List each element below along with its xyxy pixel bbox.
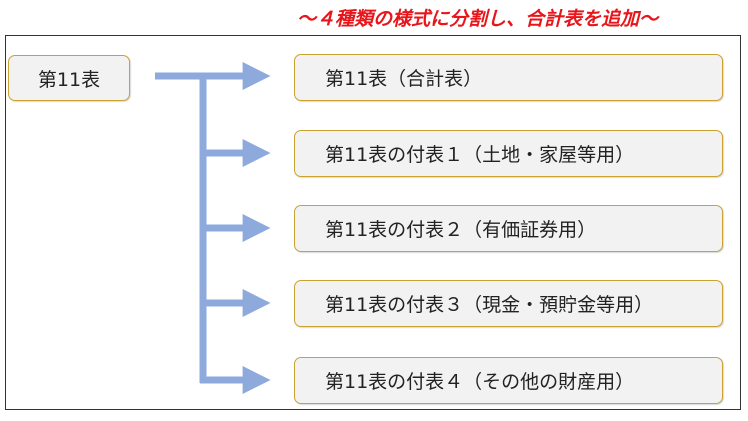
target-box-label: 第11表の付表３（現金・預貯金等用） bbox=[325, 294, 654, 316]
target-box-total: 第11表（合計表） bbox=[294, 54, 723, 101]
target-box-label: 第11表の付表１（土地・家屋等用） bbox=[325, 144, 635, 166]
target-box-appendix-3: 第11表の付表３（現金・預貯金等用） bbox=[294, 280, 723, 327]
target-box-label: 第11表の付表２（有価証券用） bbox=[325, 219, 597, 241]
target-box-label: 第11表の付表４（その他の財産用） bbox=[325, 371, 635, 393]
target-box-appendix-4: 第11表の付表４（その他の財産用） bbox=[294, 357, 723, 404]
source-box-label: 第11表 bbox=[37, 68, 101, 91]
source-box: 第11表 bbox=[8, 55, 130, 101]
target-box-label: 第11表（合計表） bbox=[325, 68, 483, 90]
diagram-headline: ～４種類の様式に分割し、合計表を追加～ bbox=[297, 8, 659, 30]
diagram-frame bbox=[5, 35, 741, 410]
target-box-appendix-1: 第11表の付表１（土地・家屋等用） bbox=[294, 130, 723, 177]
target-box-appendix-2: 第11表の付表２（有価証券用） bbox=[294, 205, 723, 252]
